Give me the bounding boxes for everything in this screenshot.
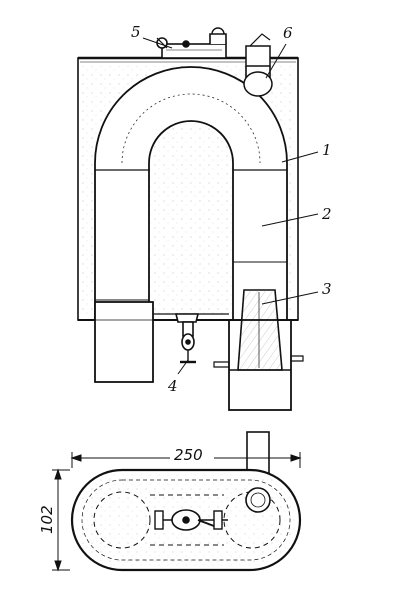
callout-4: 4 — [167, 377, 178, 395]
callout-2: 2 — [321, 205, 332, 223]
plan-flue — [245, 487, 271, 513]
plan-filler-assembly — [154, 509, 228, 531]
front-view — [77, 27, 319, 411]
flue-outlet — [243, 33, 273, 97]
dim-length-label-bg — [170, 446, 214, 462]
callout-5: 5 — [131, 23, 141, 41]
dim-length-label: 250 — [174, 446, 203, 464]
dim-width — [52, 468, 70, 572]
filler-valve — [156, 27, 227, 59]
dimension-labels: 250 102 — [38, 446, 214, 534]
u-tube-heater — [94, 66, 288, 321]
callout-labels: 5 6 1 2 3 4 — [131, 23, 332, 395]
callout-6: 6 — [283, 24, 293, 42]
dim-width-label: 102 — [38, 505, 56, 534]
burner-cone — [213, 289, 304, 411]
leader-lines — [142, 37, 319, 375]
left-pipe-stub — [94, 301, 154, 383]
callout-3: 3 — [322, 280, 332, 298]
drain-tap — [153, 313, 229, 364]
plan-view — [52, 431, 302, 572]
callout-1: 1 — [322, 141, 332, 159]
plan-hidden-pipes — [93, 491, 281, 549]
